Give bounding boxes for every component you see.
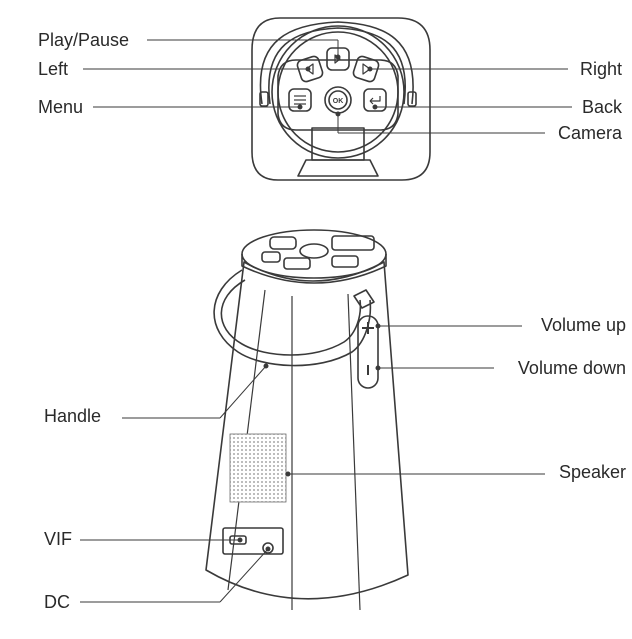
top-cap <box>241 229 387 279</box>
label-right: Right <box>579 59 622 79</box>
top-view-outline <box>251 17 431 181</box>
menu-button[interactable] <box>288 88 312 112</box>
top-handle <box>259 21 414 105</box>
label-play-pause: Play/Pause <box>38 30 130 50</box>
label-volume-down: Volume down <box>517 358 626 378</box>
label-volume-up: Volume up <box>540 315 626 335</box>
top-dial-outer <box>271 25 405 159</box>
speaker-grill <box>229 433 287 503</box>
right-button[interactable] <box>352 55 380 83</box>
camera-button-glyph: OK <box>333 98 344 105</box>
side-view <box>205 229 409 611</box>
top-view <box>251 17 431 181</box>
dc-port <box>262 542 274 554</box>
label-menu: Menu <box>38 97 84 117</box>
back-button[interactable] <box>363 88 387 112</box>
label-handle: Handle <box>44 406 102 426</box>
vif-port <box>222 527 284 555</box>
label-left: Left <box>38 59 69 79</box>
volume-rocker[interactable] <box>357 315 379 389</box>
label-back: Back <box>581 97 622 117</box>
label-vif: VIF <box>44 529 73 549</box>
label-camera: Camera <box>557 123 622 143</box>
handle-strap <box>213 269 372 367</box>
button-pad <box>277 59 399 131</box>
left-button[interactable] <box>296 55 324 83</box>
label-speaker: Speaker <box>558 462 626 482</box>
label-dc: DC <box>44 592 70 612</box>
speaker-body <box>205 261 409 600</box>
leader-lines <box>80 39 572 603</box>
